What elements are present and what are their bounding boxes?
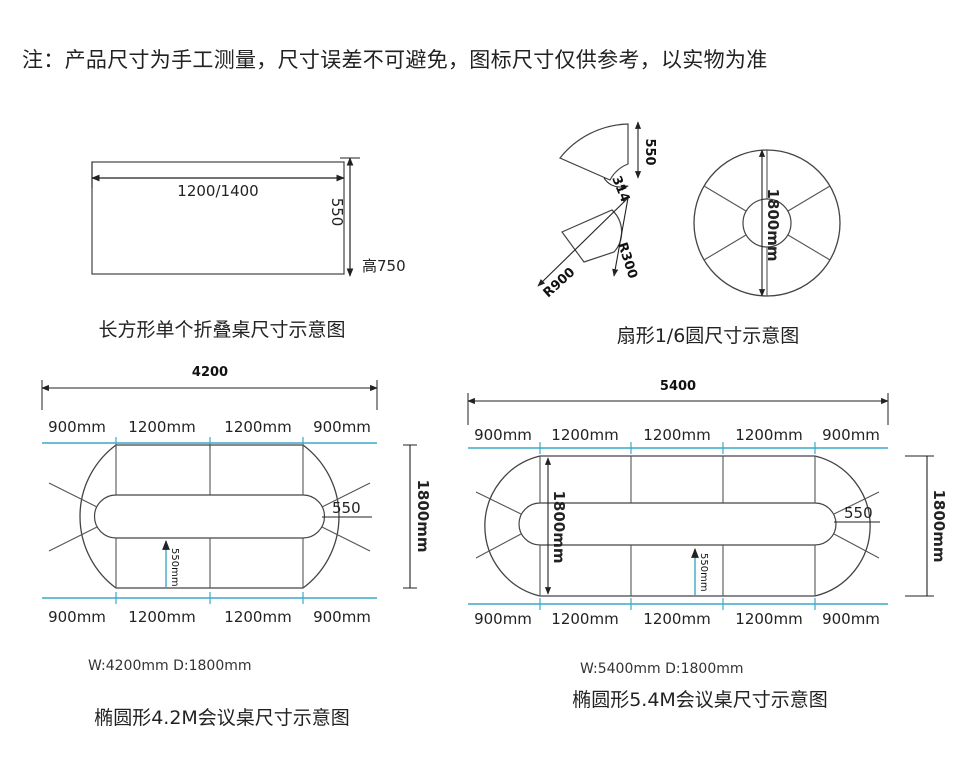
oval54-seg-bottom-2: 1200mm bbox=[551, 610, 618, 628]
rect-table-outline bbox=[91, 161, 345, 275]
oval54-total-label: 5400 bbox=[660, 379, 696, 394]
oval54-outline bbox=[484, 455, 871, 597]
oval42-seg-top-4: 900mm bbox=[313, 418, 371, 436]
oval54-caption: 椭圆形5.4M会议桌尺寸示意图 bbox=[572, 689, 828, 711]
oval42-bottom-seg-labels: 900mm 1200mm 1200mm 900mm bbox=[48, 608, 371, 626]
outer-radius-label: R900 bbox=[541, 265, 579, 301]
oval-42-diagram: 4200 900mm 1200mm 1200mm 900mm 550 550mm… bbox=[41, 365, 432, 729]
circle-dividers bbox=[703, 150, 831, 296]
oval42-inner-hole bbox=[93, 494, 326, 539]
oval42-seg-top-3: 1200mm bbox=[224, 418, 291, 436]
rect-caption: 长方形单个折叠桌尺寸示意图 bbox=[98, 319, 345, 341]
oval42-seg-top-1: 900mm bbox=[48, 418, 106, 436]
depth-label: 550 bbox=[328, 198, 346, 227]
oval42-depth-label: 1800mm bbox=[414, 479, 432, 552]
oval42-radius-label: 550 bbox=[332, 499, 361, 517]
oval54-seg-top-2: 1200mm bbox=[551, 426, 618, 444]
oval-54-diagram: 5400 900mm 1200mm 1200mm 1200mm 900mm 18… bbox=[467, 379, 948, 711]
oval42-seg-top-2: 1200mm bbox=[128, 418, 195, 436]
oval54-spec-label: W:5400mm D:1800mm bbox=[580, 661, 744, 677]
oval54-seg-top-5: 900mm bbox=[822, 426, 880, 444]
oval54-top-seg-labels: 900mm 1200mm 1200mm 1200mm 900mm bbox=[474, 426, 880, 444]
inner-radius-label: R300 bbox=[614, 241, 640, 281]
oval54-seg-top-4: 1200mm bbox=[735, 426, 802, 444]
disclaimer-note: 注：产品尺寸为手工测量，尺寸误差不可避免，图标尺寸仅供参考，以实物为准 bbox=[22, 48, 768, 72]
height-label: 高750 bbox=[362, 257, 406, 275]
oval42-top-seg-labels: 900mm 1200mm 1200mm 900mm bbox=[48, 418, 371, 436]
sector-caption: 扇形1/6圆尺寸示意图 bbox=[617, 325, 800, 347]
oval54-seg-bottom-5: 900mm bbox=[822, 610, 880, 628]
sector-depth-label: 550 bbox=[642, 138, 657, 165]
oval42-seg-bottom-1: 900mm bbox=[48, 608, 106, 626]
oval42-seg-bottom-2: 1200mm bbox=[128, 608, 195, 626]
oval54-seg-bottom-4: 1200mm bbox=[735, 610, 802, 628]
oval54-depth-label: 1800mm bbox=[930, 489, 948, 562]
oval42-seg-bottom-4: 900mm bbox=[313, 608, 371, 626]
oval54-inner-depth-label: 1800mm bbox=[550, 490, 568, 563]
oval54-seg-top-3: 1200mm bbox=[643, 426, 710, 444]
oval54-seg-bottom-1: 900mm bbox=[474, 610, 532, 628]
oval42-spec-label: W:4200mm D:1800mm bbox=[88, 658, 252, 674]
sector-piece-top bbox=[559, 123, 629, 181]
sector-diagram: 550 314 R300 R900 1800mm 扇形1/6圆尺寸示意图 bbox=[537, 121, 841, 347]
oval42-inner-label: 550mm bbox=[169, 548, 180, 587]
rect-table-diagram: 1200/1400 550 高750 长方形单个折叠桌尺寸示意图 bbox=[91, 157, 406, 341]
circle-diameter-label: 1800mm bbox=[764, 188, 782, 261]
width-label: 1200/1400 bbox=[177, 182, 258, 200]
oval54-seg-top-1: 900mm bbox=[474, 426, 532, 444]
oval54-inner-label: 550mm bbox=[698, 553, 709, 592]
oval42-seg-bottom-3: 1200mm bbox=[224, 608, 291, 626]
oval42-total-label: 4200 bbox=[192, 365, 228, 380]
oval54-radius-label: 550 bbox=[844, 504, 873, 522]
sector-arc-label: 314 bbox=[608, 174, 632, 205]
oval54-seg-bottom-3: 1200mm bbox=[643, 610, 710, 628]
oval54-bottom-seg-labels: 900mm 1200mm 1200mm 1200mm 900mm bbox=[474, 610, 880, 628]
oval42-caption: 椭圆形4.2M会议桌尺寸示意图 bbox=[94, 707, 350, 729]
